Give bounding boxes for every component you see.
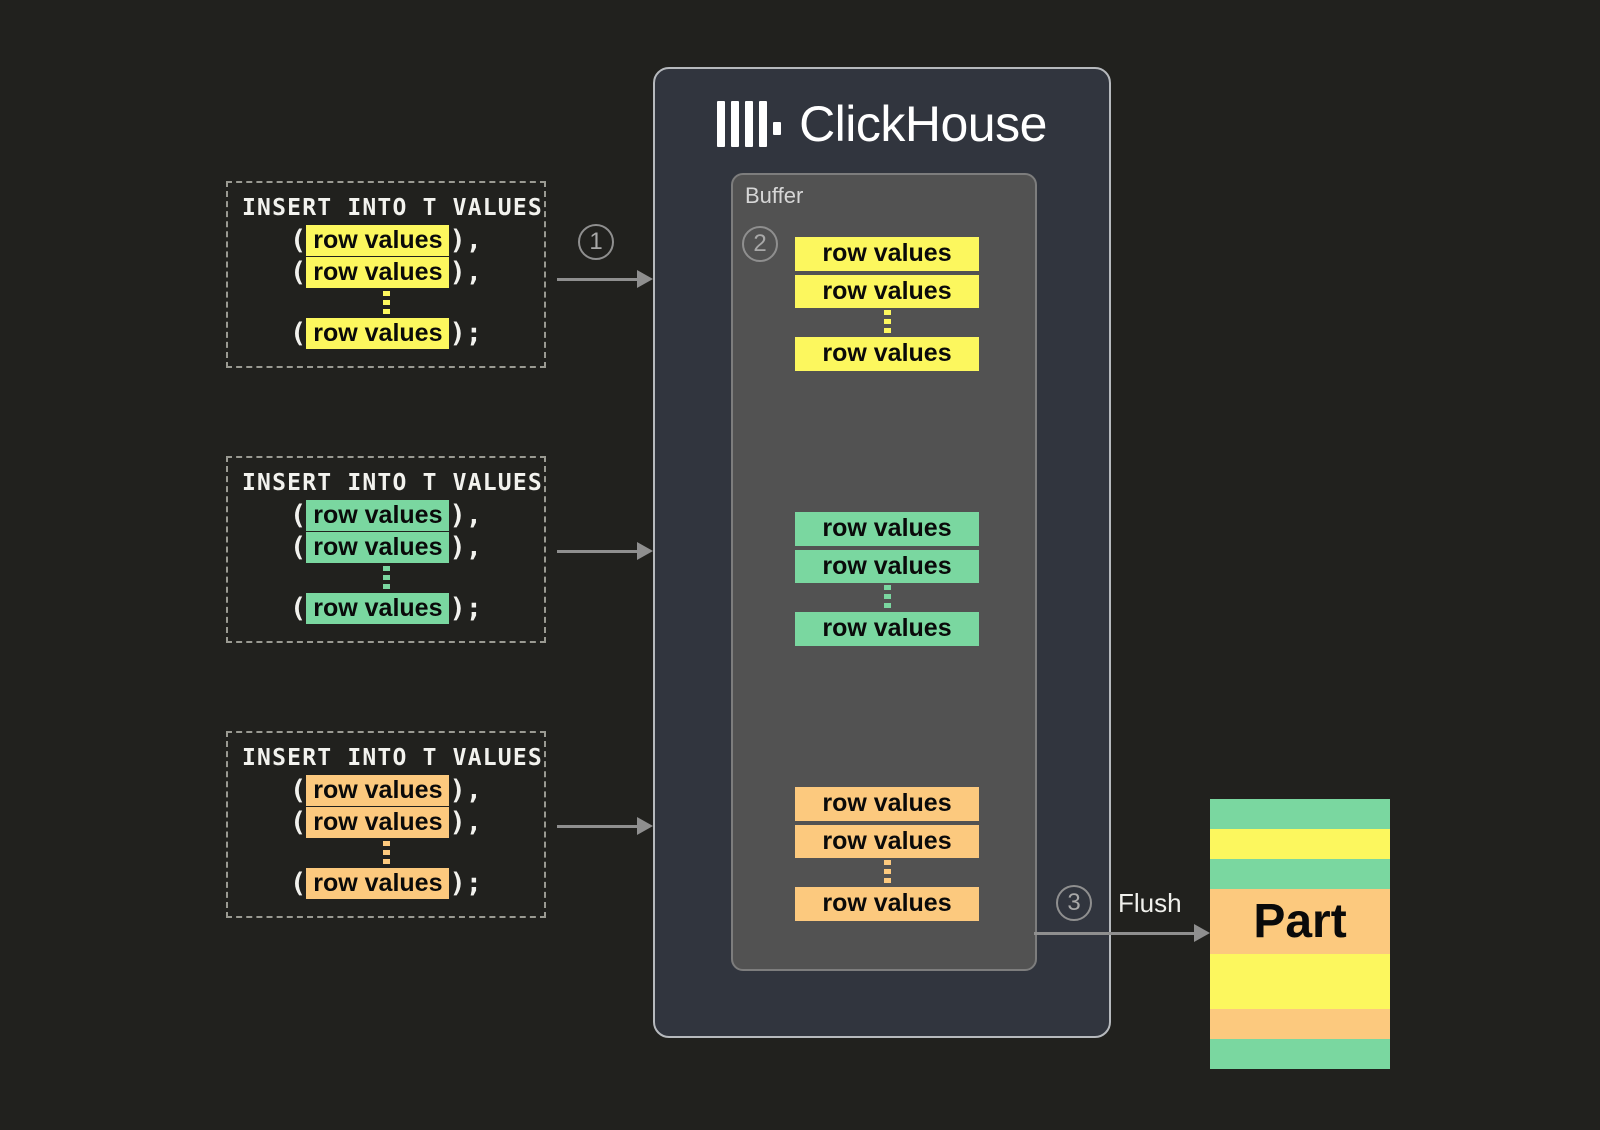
insert-statement-box-2: INSERT INTO T VALUES ( row values ), ( r… [226,456,546,643]
arrow-insert-1-to-clickhouse [557,270,653,288]
part-label: Part [1253,895,1347,948]
insert-row-line: ( row values ); [242,868,530,900]
vertical-ellipsis-icon [382,290,390,314]
logo-bar [745,101,754,147]
row-values-chip: row values [306,807,450,839]
buffer-row: row values [795,337,979,371]
buffer-box: Buffer row values row values row values … [731,173,1037,971]
paren-open: ( [289,592,307,624]
paren-close: ), [449,531,482,563]
part-stripe-green [1210,859,1390,889]
arrow-head [637,817,653,835]
buffer-row: row values [795,512,979,546]
arrow-shaft [557,277,637,281]
vertical-ellipsis-icon [382,565,390,589]
paren-open: ( [289,317,307,349]
paren-open: ( [289,775,307,806]
buffer-group-green: row values row values row values [795,512,979,646]
arrow-head [1194,924,1210,942]
insert-row-line: ( row values ), [242,257,530,289]
paren-close: ); [449,867,482,899]
logo-bar [717,101,726,147]
logo-dot [773,122,782,135]
paren-open: ( [289,256,307,288]
vertical-ellipsis-icon [382,840,390,864]
arrow-insert-3-to-clickhouse [557,817,653,835]
buffer-row: row values [795,887,979,921]
buffer-row: row values [795,274,979,308]
insert-row-line: ( row values ), [242,532,530,564]
row-values-chip: row values [306,225,450,257]
buffer-row: row values [795,549,979,583]
buffer-label: Buffer [745,183,804,208]
arrow-shaft [1034,931,1194,935]
row-values-chip: row values [306,868,450,900]
paren-open: ( [289,225,307,256]
insert-row-line: ( row values ), [242,225,530,257]
clickhouse-panel: ClickHouse Buffer row values row values … [653,67,1111,1038]
buffer-row: row values [795,612,979,646]
arrow-insert-2-to-clickhouse [557,542,653,560]
row-values-chip: row values [306,318,450,350]
step-number-3: 3 [1056,885,1092,921]
arrow-head [637,542,653,560]
insert-header-1: INSERT INTO T VALUES [242,195,543,221]
paren-open: ( [289,531,307,563]
insert-row-line: ( row values ), [242,807,530,839]
paren-close: ); [449,592,482,624]
arrow-head [637,270,653,288]
arrow-flush-to-part [1034,924,1210,942]
insert-row-line: ( row values ); [242,593,530,625]
part-stripe-orange-labeled: Part [1210,889,1390,954]
insert-row-line: ( row values ); [242,318,530,350]
paren-close: ), [449,806,482,838]
paren-close: ), [449,225,482,256]
buffer-group-orange: row values row values row values [795,787,979,921]
row-values-chip: row values [306,775,450,807]
step-number-3-label: 3 [1067,889,1081,916]
vertical-ellipsis-icon [883,585,891,608]
clickhouse-logo-icon [717,100,782,148]
row-values-chip: row values [306,593,450,625]
arrow-shaft [557,824,637,828]
part-block: Part [1210,799,1390,1069]
flush-label: Flush [1118,888,1182,918]
step-number-1-label: 1 [589,228,603,255]
paren-close: ); [449,317,482,349]
part-stripe-yellow [1210,829,1390,859]
row-values-chip: row values [306,257,450,289]
vertical-ellipsis-icon [883,860,891,883]
insert-statement-box-3: INSERT INTO T VALUES ( row values ), ( r… [226,731,546,918]
insert-row-line: ( row values ), [242,775,530,807]
insert-statement-box-1: INSERT INTO T VALUES ( row values ), ( r… [226,181,546,368]
part-stripe-yellow [1210,954,1390,1009]
part-stripe-green [1210,1039,1390,1069]
arrow-shaft [557,549,637,553]
clickhouse-logo-row: ClickHouse [655,95,1109,153]
paren-open: ( [289,500,307,531]
row-values-chip: row values [306,500,450,532]
buffer-row: row values [795,824,979,858]
buffer-row: row values [795,787,979,821]
paren-open: ( [289,867,307,899]
paren-close: ), [449,500,482,531]
buffer-row: row values [795,237,979,271]
vertical-ellipsis-icon [883,310,891,333]
insert-header-3: INSERT INTO T VALUES [242,745,543,771]
part-stripe-orange [1210,1009,1390,1039]
logo-bar [759,101,768,147]
paren-open: ( [289,806,307,838]
buffer-group-yellow: row values row values row values [795,237,979,371]
row-values-chip: row values [306,532,450,564]
step-number-2: 2 [742,226,778,262]
clickhouse-title: ClickHouse [799,96,1047,152]
step-number-1: 1 [578,224,614,260]
insert-header-2: INSERT INTO T VALUES [242,470,543,496]
paren-close: ), [449,775,482,806]
part-stripe-green [1210,799,1390,829]
logo-bar [731,101,740,147]
paren-close: ), [449,256,482,288]
insert-row-line: ( row values ), [242,500,530,532]
step-number-2-label: 2 [753,230,767,257]
